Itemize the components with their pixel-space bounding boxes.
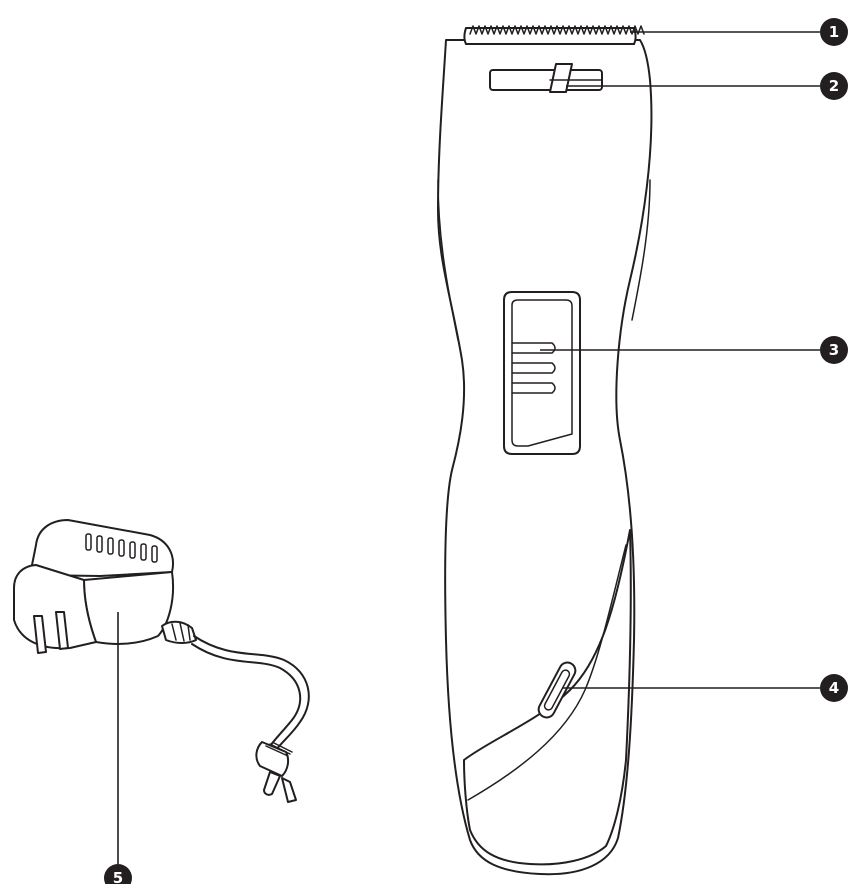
power-adapter <box>13 519 310 803</box>
switch-ridge-3 <box>511 382 556 394</box>
clipper-grip-panel <box>463 529 632 866</box>
callout-4-label: 4 <box>829 679 839 697</box>
callout-3: 3 <box>820 336 848 364</box>
blade-head <box>463 25 645 45</box>
adapter-plug-face <box>13 564 97 650</box>
power-switch <box>503 291 581 455</box>
blade-teeth <box>469 25 645 35</box>
adapter-strain-relief <box>161 620 197 644</box>
callout-2-label: 2 <box>829 77 839 95</box>
switch-ridge-1 <box>511 342 556 354</box>
hair-clipper <box>437 25 653 876</box>
adapter-prongs <box>33 611 69 654</box>
adapter-front <box>83 571 174 645</box>
clipper-grip-curve <box>467 544 627 801</box>
switch-ridge-2 <box>511 362 556 374</box>
clipper-left-edge-line <box>437 179 459 341</box>
clipper-right-edge-line <box>631 179 651 321</box>
callout-1-label: 1 <box>829 23 839 41</box>
dc-connector <box>255 741 297 803</box>
adapter-vents <box>85 533 158 563</box>
clipper-body <box>437 39 653 876</box>
callout-5-label: 5 <box>113 869 123 884</box>
callout-1: 1 <box>820 18 848 46</box>
callout-4: 4 <box>820 674 848 702</box>
charging-indicator <box>537 661 577 719</box>
callouts: 1 2 3 4 5 <box>104 18 848 884</box>
callout-3-label: 3 <box>829 341 839 359</box>
length-adjuster <box>489 63 603 93</box>
callout-5: 5 <box>104 864 132 884</box>
adapter-cable <box>193 635 310 751</box>
callout-2: 2 <box>820 72 848 100</box>
